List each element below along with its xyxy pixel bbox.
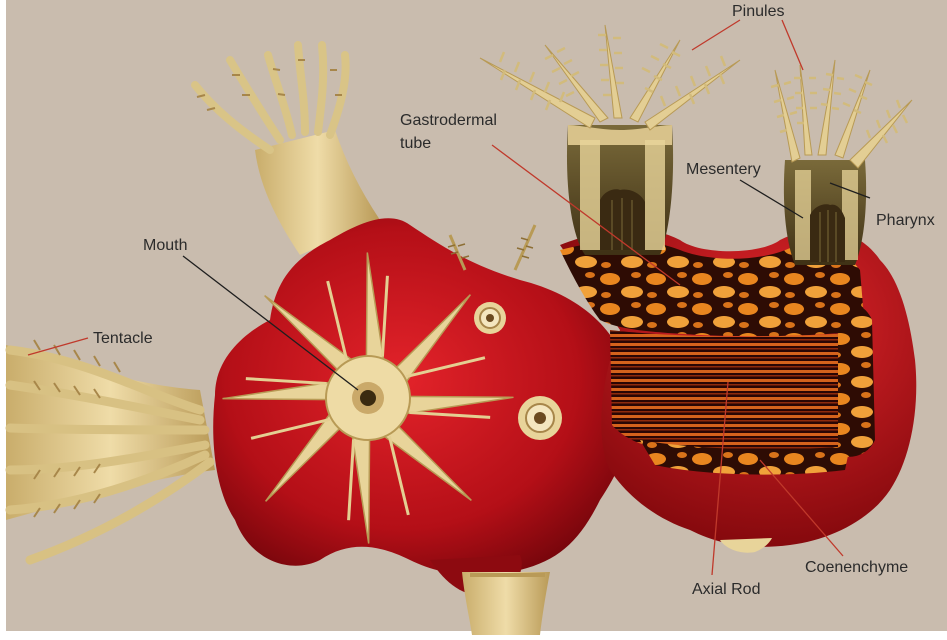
small-polyp-right [518,396,562,440]
small-polyp-top [474,302,506,334]
label-pharynx: Pharynx [876,212,935,229]
label-mouth: Mouth [143,237,187,254]
star-polyp [222,252,514,544]
label-axial-rod: Axial Rod [692,581,760,598]
bottom-polyp [462,572,550,635]
label-gastrodermal-line2: tube [400,135,431,152]
right-channel-strip [838,300,875,457]
label-tentacle: Tentacle [93,330,153,347]
label-coenenchyme: Coenenchyme [805,559,908,576]
label-gastrodermal-line1: Gastrodermal [400,112,497,129]
label-mesentery: Mesentery [686,161,761,178]
left-border [0,0,6,635]
mouth-opening [360,390,376,406]
label-pinules: Pinules [732,3,784,20]
axial-rod-section [610,330,868,454]
